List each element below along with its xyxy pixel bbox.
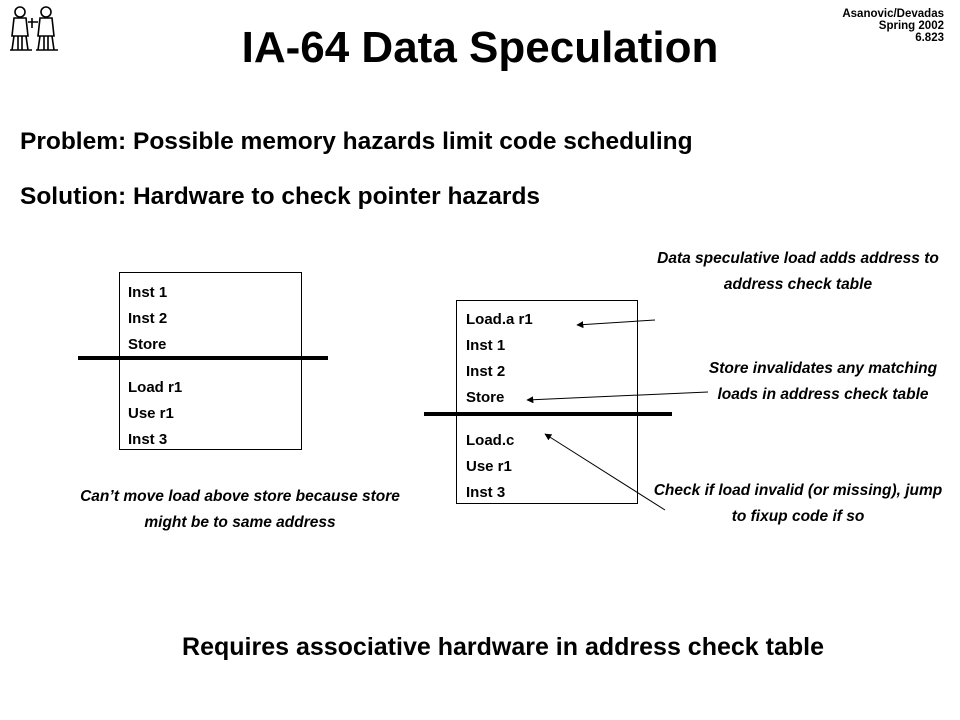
code-line: Load r1 [128,379,183,396]
code-line: Use r1 [128,405,174,422]
code-line: Inst 2 [128,310,168,327]
right-code-above: Load.a r1 Inst 1 Inst 2 Store [466,307,533,411]
code-line-store: Store [466,389,505,406]
slide-title: IA-64 Data Speculation [241,23,719,72]
speculative-load-note: Data speculative load adds address to ad… [657,250,939,293]
code-line: Use r1 [466,458,512,475]
arrow-to-load-c [544,433,666,511]
course-number-line: 6.823 [915,32,944,44]
university-logo [6,4,62,54]
right-code-box [456,300,638,504]
course-info: Asanovic/Devadas Spring 2002 6.823 [842,8,944,44]
left-code-above: Inst 1 Inst 2 Store [128,280,167,358]
author-line: Asanovic/Devadas [842,8,944,20]
arrow-to-store [526,391,709,404]
left-store-barrier-line [78,356,328,360]
left-caption: Can’t move load above store because stor… [80,488,400,531]
problem-statement: Problem: Possible memory hazards limit c… [20,128,693,155]
check-load-note: Check if load invalid (or missing), jump… [653,482,943,525]
code-line: Inst 3 [466,484,506,501]
code-line-load-a: Load.a r1 [466,311,533,328]
code-line: Inst 3 [128,431,168,448]
code-line: Store [128,336,167,353]
arrow-to-load-a [576,319,656,329]
code-line: Inst 1 [128,284,168,301]
solution-statement: Solution: Hardware to check pointer haza… [20,183,541,210]
code-line: Inst 1 [466,337,506,354]
code-line: Inst 2 [466,363,506,380]
right-code-below: Load.c Use r1 Inst 3 [466,428,514,506]
footer-statement: Requires associative hardware in address… [182,633,824,661]
store-invalidate-note: Store invalidates any matching loads in … [708,360,938,403]
term-line: Spring 2002 [878,20,944,32]
left-code-below: Load r1 Use r1 Inst 3 [128,375,182,453]
left-code-box [119,272,302,450]
code-line-load-c: Load.c [466,432,515,449]
right-store-barrier-line [424,412,672,416]
